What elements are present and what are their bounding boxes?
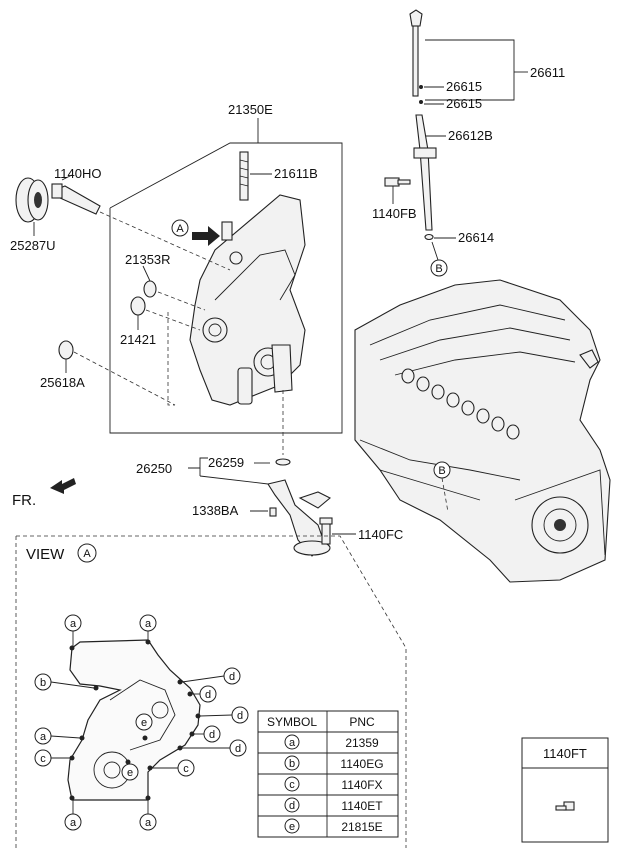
sym-e2: e [127, 767, 133, 779]
sym-b1: b [40, 677, 46, 689]
leader-21353r [142, 265, 151, 282]
oil-strainer [267, 458, 331, 557]
view-a-circle [77, 543, 97, 563]
callout-a-text: A [176, 223, 184, 235]
label-fr: FR. [12, 492, 36, 509]
dash-3 [145, 309, 201, 331]
label-1140fb: 1140FB [372, 206, 417, 221]
pulley-bolt [51, 183, 101, 215]
callout-b-block-text: B [438, 465, 445, 477]
label-26615-a: 26615 [446, 79, 482, 94]
label-21350e: 21350E [228, 102, 273, 117]
view-a-frame-top [16, 535, 407, 848]
view-symbols [34, 614, 249, 831]
sym-d3: d [237, 710, 243, 722]
leader-1140ho [61, 174, 73, 181]
leader-b-top [431, 241, 439, 261]
dash-1 [99, 211, 231, 271]
label-1140fc: 1140FC [358, 527, 403, 542]
sym-d2: d [205, 689, 211, 701]
table-row-pnc: 1140EG [340, 757, 383, 771]
label-21353r: 21353R [125, 252, 171, 267]
inset-box [521, 737, 609, 843]
label-26615-b: 26615 [446, 96, 482, 111]
table-row-symbol: a [289, 737, 296, 749]
label-26250: 26250 [136, 461, 172, 476]
o-ring-21421 [130, 296, 146, 316]
label-26614: 26614 [458, 230, 494, 245]
label-21611b: 21611B [274, 166, 318, 181]
label-26259: 26259 [208, 455, 244, 470]
view-a-text: A [83, 548, 91, 560]
bolt-1140fb [384, 177, 411, 187]
sym-a2: a [145, 618, 152, 630]
table-header-symbol: SYMBOL [267, 715, 317, 729]
symbol-table [257, 710, 399, 838]
callout-b-top [430, 259, 448, 277]
sym-c1: c [40, 753, 46, 765]
dash-4 [73, 351, 176, 406]
sym-a4: a [70, 817, 77, 829]
table-row-pnc: 21815E [341, 820, 382, 834]
o-ring-21353r [143, 280, 157, 298]
label-26611: 26611 [530, 65, 565, 80]
label-25618a: 25618A [40, 375, 85, 390]
sym-a5: a [145, 817, 152, 829]
table-header-pnc: PNC [349, 715, 375, 729]
idler-pulley [15, 177, 49, 223]
gauge-guide-tube [413, 114, 437, 231]
sym-a3: a [40, 731, 47, 743]
oil-level-gauge [409, 9, 423, 104]
table-row-pnc: 1140ET [341, 799, 383, 813]
callout-b-top-text: B [435, 263, 442, 275]
table-row-symbol: e [289, 821, 295, 833]
sym-d1: d [229, 671, 235, 683]
table-row-pnc: 1140FX [341, 778, 382, 792]
sym-d4: d [209, 729, 215, 741]
label-1140ft: 1140FT [543, 746, 587, 761]
engine-block [354, 279, 611, 583]
bolt-1338ba [269, 507, 277, 517]
leader-26250 [188, 457, 208, 469]
label-view: VIEW [26, 546, 65, 563]
sym-a1: a [70, 618, 77, 630]
leader-b-block [441, 477, 449, 513]
label-26612b: 26612B [448, 128, 493, 143]
timing-cover-group-frame [109, 142, 343, 434]
label-1140ho: 1140HO [54, 166, 101, 181]
table-row-symbol: b [289, 758, 295, 770]
label-25287u: 25287U [10, 238, 56, 253]
sym-d5: d [235, 743, 241, 755]
sym-e1: e [141, 717, 147, 729]
label-1338ba: 1338BA [192, 503, 239, 518]
timing-cover [189, 194, 306, 406]
table-row-pnc: 21359 [345, 736, 379, 750]
view-arrow [171, 219, 220, 246]
dash-2 [157, 291, 206, 311]
stud-bolt [239, 151, 249, 201]
label-21421: 21421 [120, 332, 156, 347]
bolt-1140fc [319, 517, 333, 545]
bracket-26611 [425, 39, 515, 101]
leader-26250-c [199, 475, 269, 485]
table-row-symbol: c [289, 779, 295, 791]
table-row-symbol: d [289, 800, 295, 812]
front-arrow [50, 478, 76, 494]
oil-seal-25618a [58, 340, 74, 360]
o-ring-26614 [424, 233, 434, 241]
view-a-cover [67, 639, 201, 801]
sym-c2: c [183, 763, 189, 775]
dash-5 [167, 312, 175, 406]
